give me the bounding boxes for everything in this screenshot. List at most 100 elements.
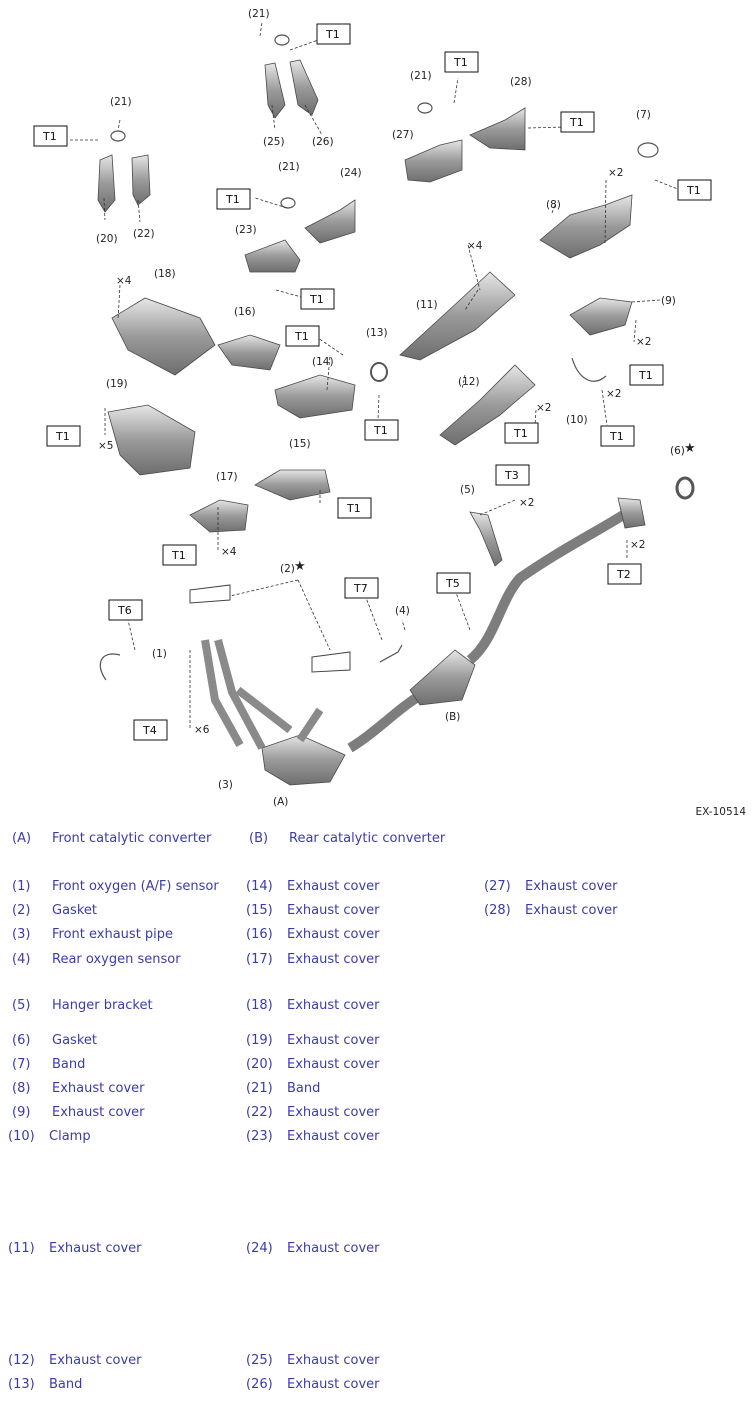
legend-item: (13)Band [8,1377,83,1392]
legend-item: (4)Rear oxygen sensor [12,952,181,967]
svg-text:T1: T1 [686,184,701,197]
svg-text:T5: T5 [445,577,460,590]
leader-lines [68,21,681,728]
cover-15-drawing [254,469,331,501]
cover-27-drawing [404,139,463,183]
torque-tag-t2: T2 [607,563,642,585]
pipe-flange-drawing [617,497,646,529]
cover-18-drawing [111,297,216,376]
rear-catalytic-converter-drawing [409,649,476,706]
torque-tag-t1: T1 [300,288,335,310]
legend-item: (21)Band [246,1081,321,1096]
legend-item: (9)Exhaust cover [12,1105,145,1120]
cover-22-drawing [131,154,151,206]
torque-tag-t1: T1 [364,419,399,441]
svg-text:T1: T1 [171,549,186,562]
callout-labels: (21) (21) (21) (21) (28) (27) (7) (25) (… [96,8,696,808]
rings [99,34,695,681]
torque-tag-t1: T1 [46,425,81,447]
legend-item: (B)Rear catalytic converter [249,831,446,846]
legend-item: (28)Exhaust cover [484,903,618,918]
svg-text:T1: T1 [513,427,528,440]
torque-tag-t4: T4 [133,719,168,741]
svg-text:T1: T1 [309,293,324,306]
legend-item: (15)Exhaust cover [246,903,380,918]
front-catalytic-converter-drawing [261,734,346,786]
svg-text:T1: T1 [225,193,240,206]
callout-7: (7) [636,109,651,121]
callout-9: (9) [661,295,676,307]
callout-2: (2) [280,563,295,575]
callout-21: (21) [110,96,132,108]
front-oxygen-sensor-drawing [99,653,121,681]
cover-9-drawing [569,297,633,336]
cover-20-drawing [97,154,116,213]
star-mark: ★ [294,559,306,574]
callout-17: (17) [216,471,238,483]
qty-mark: ×2 [630,539,645,551]
exhaust-system-diagram: (21) (21) (21) (21) (28) (27) (7) (25) (… [33,8,712,808]
torque-tags: T1 T1 T1 T1 T1 T1 T1 T1 T1 T1 T1 T1 T1 T… [33,23,712,741]
qty-mark: ×5 [98,440,113,452]
legend-item: (18)Exhaust cover [246,998,380,1013]
legend-item: (27)Exhaust cover [484,879,618,894]
torque-tag-t1: T1 [337,497,372,519]
qty-mark: ×4 [221,546,237,558]
callout-22: (22) [133,228,155,240]
torque-tag-t6: T6 [108,599,143,621]
cover-17-drawing [189,499,249,533]
svg-text:T1: T1 [42,130,57,143]
legend-item: (6)Gasket [12,1033,97,1048]
legend-item: (1)Front oxygen (A/F) sensor [12,879,219,894]
torque-tag-t1: T1 [216,188,251,210]
qty-mark: ×6 [194,724,210,736]
legend-item: (12)Exhaust cover [8,1353,142,1368]
cover-24-drawing [304,199,356,244]
torque-tag-t3: T3 [495,464,530,486]
star-mark: ★ [684,441,696,456]
band-21d-drawing [417,102,433,114]
svg-text:T1: T1 [453,56,468,69]
rear-oxygen-sensor-drawing [379,644,403,663]
legend-item: (8)Exhaust cover [12,1081,145,1096]
cover-19-drawing [107,404,196,476]
legend-item: (26)Exhaust cover [246,1377,380,1392]
cover-25-drawing [264,62,286,119]
callout-3: (3) [218,779,233,791]
band-7-drawing [637,142,659,158]
gasket-2-drawings [189,584,351,673]
legend-item: (23)Exhaust cover [246,1129,380,1144]
torque-tag-t1: T1 [629,364,664,386]
qty-mark: ×4 [116,275,132,287]
cover-23-drawing [244,239,301,273]
torque-tag-t7: T7 [344,577,379,599]
svg-text:T1: T1 [294,330,309,343]
cover-12-drawing [439,364,536,446]
gasket-2b-drawing [311,651,351,673]
torque-tag-t5: T5 [436,572,471,594]
band-21c-drawing [280,197,296,209]
svg-text:T7: T7 [353,582,368,595]
cover-8-drawing [539,194,633,259]
torque-tag-t1: T1 [33,125,68,147]
legend-item: (A)Front catalytic converter [12,831,212,846]
figure-id: EX-10514 [695,806,747,818]
legend-item: (14)Exhaust cover [246,879,380,894]
cover-11-drawing [399,271,516,361]
torque-tag-t1: T1 [677,179,712,201]
qty-mark: ×2 [608,167,623,179]
callout-13: (13) [366,327,388,339]
legend-item: (3)Front exhaust pipe [12,927,174,942]
svg-text:T1: T1 [609,430,624,443]
band-21b-drawing [110,130,126,142]
legend-item: (24)Exhaust cover [246,1241,380,1256]
callout-18: (18) [154,268,176,280]
quantity-marks: ×2 ×4 ×4 ×2 ×2 ×2 ×5 ×2 ×2 ×4 ×6 [98,167,651,736]
svg-text:T1: T1 [325,28,340,41]
svg-text:T6: T6 [117,604,132,617]
front-exhaust-pipe-drawing [201,638,324,750]
legend-item: (11)Exhaust cover [8,1241,142,1256]
qty-mark: ×4 [467,240,483,252]
qty-mark: ×2 [536,402,551,414]
callout-25: (25) [263,136,285,148]
